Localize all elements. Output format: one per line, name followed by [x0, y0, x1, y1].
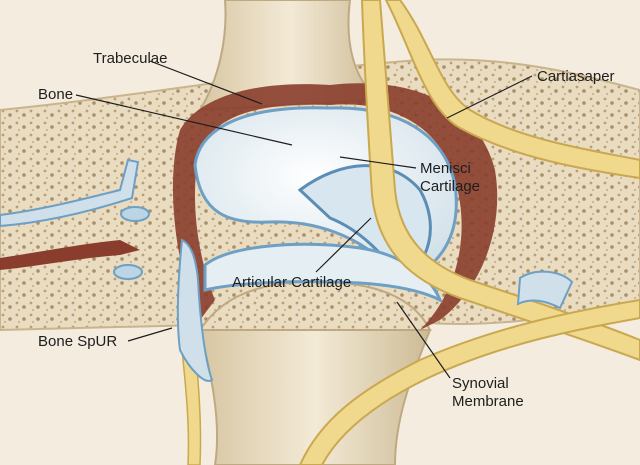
leader-lines [75, 60, 533, 379]
leader-bone-spur [127, 327, 173, 342]
label-trabeculae: Trabeculae [93, 50, 168, 67]
vessel-node-lower [113, 264, 143, 280]
leader-trabeculae [149, 60, 263, 105]
leader-articular [315, 217, 372, 273]
synovial-membrane-band [172, 83, 498, 330]
ligament-band [516, 270, 574, 310]
vessel-node-upper [120, 206, 150, 222]
leader-menisci [339, 156, 417, 169]
label-cartiasaper: Cartiasaper [537, 68, 615, 85]
vessel-lower [0, 240, 140, 270]
label-articular-cartilage: Articular Cartilage [232, 274, 352, 291]
leader-cartiasaper [446, 75, 533, 119]
label-synovial-membrane: Synovial Membrane [452, 375, 524, 410]
ligament-lower [298, 298, 640, 465]
leader-bone [75, 94, 293, 146]
vessel-upper [0, 158, 140, 228]
label-bone: Bone [38, 86, 74, 103]
leader-synovial [396, 301, 451, 379]
bone-spur [176, 238, 214, 382]
label-bone-spur: Bone SpUR [38, 333, 118, 350]
tibial-cartilage [203, 242, 443, 304]
label-menisci-cartilage: Menisci Cartilage [420, 160, 481, 195]
